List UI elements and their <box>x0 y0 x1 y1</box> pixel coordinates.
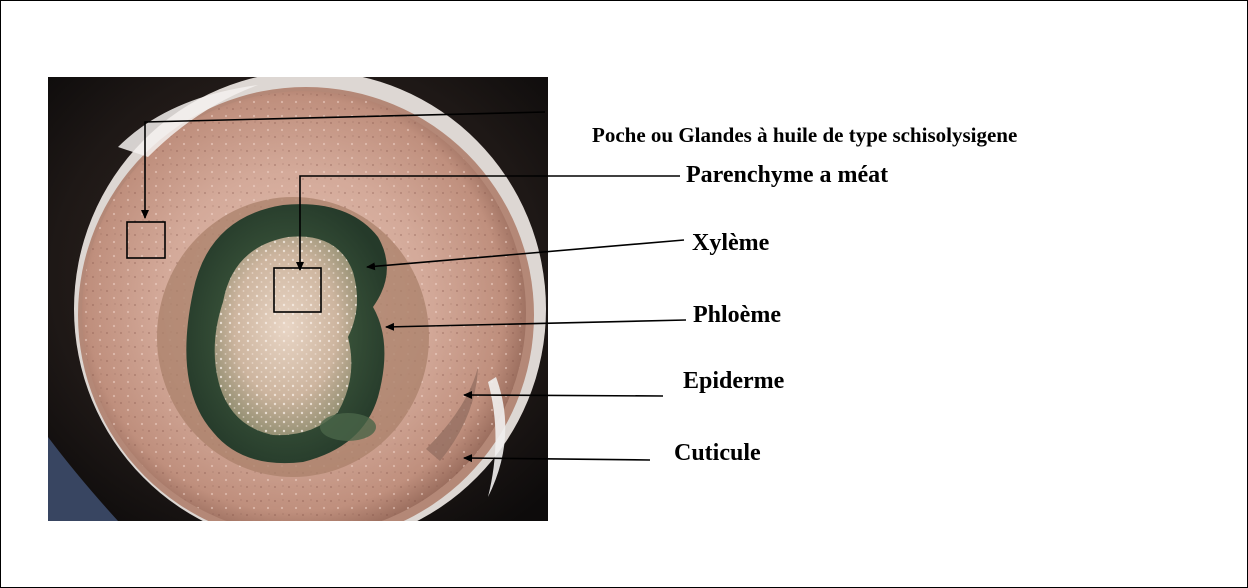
label-epiderme: Epiderme <box>683 368 784 395</box>
label-parenchyme: Parenchyme a méat <box>686 162 888 189</box>
poche-box <box>127 222 165 258</box>
epiderme-arrow <box>464 395 663 396</box>
cuticule-arrow <box>464 458 650 460</box>
label-cuticule: Cuticule <box>674 440 761 467</box>
label-phloeme: Phloème <box>693 302 781 329</box>
parenchyme-box <box>274 268 321 312</box>
xyleme-arrow <box>367 240 684 267</box>
label-xyleme: Xylème <box>692 230 769 257</box>
poche-leader-line <box>145 112 545 218</box>
phloeme-arrow <box>386 320 686 327</box>
label-poche: Poche ou Glandes à huile de type schisol… <box>592 123 1017 148</box>
